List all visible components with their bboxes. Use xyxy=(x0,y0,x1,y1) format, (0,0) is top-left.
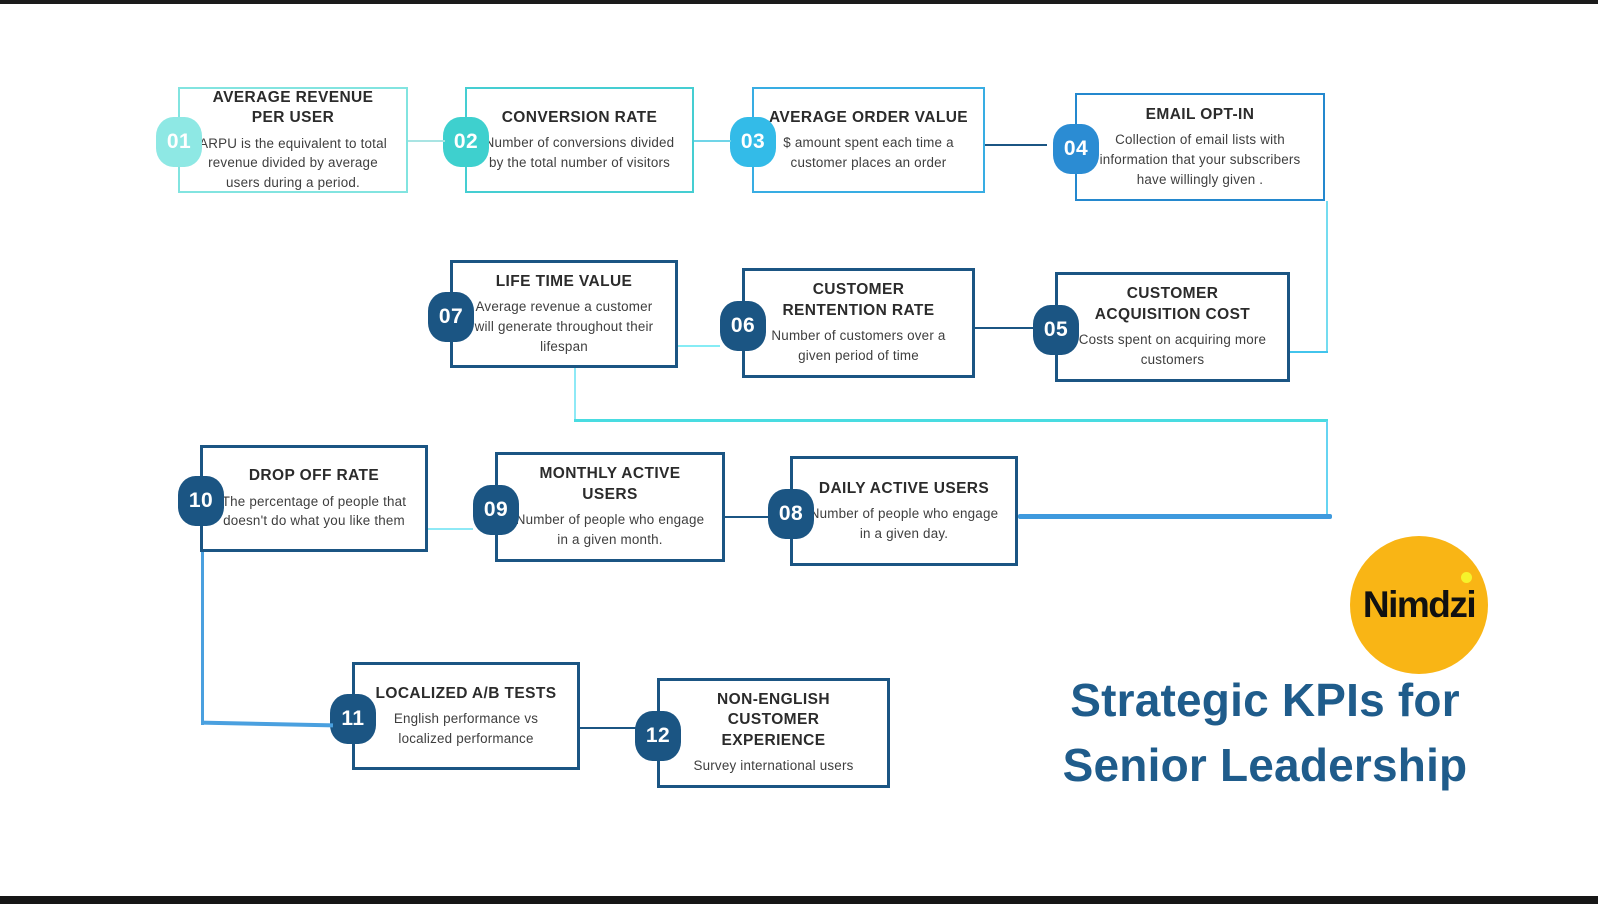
kpi-number-badge: 10 xyxy=(178,476,224,526)
kpi-number-badge: 12 xyxy=(635,711,681,761)
kpi-title: NON-ENGLISH CUSTOMER EXPERIENCE xyxy=(717,691,830,749)
connector-04-05-vertical xyxy=(1326,201,1328,351)
kpi-description: Collection of email lists with informati… xyxy=(1099,132,1301,187)
page-title-line2: Senior Leadership xyxy=(1062,739,1468,792)
kpi-number-badge: 03 xyxy=(730,117,776,167)
kpi-number-badge: 02 xyxy=(443,117,489,167)
connector-10-drop xyxy=(201,552,204,725)
connector-04-05-horizontal xyxy=(1290,351,1328,353)
kpi-box-11: LOCALIZED A/B TESTS English performance … xyxy=(330,662,580,770)
bottom-border-bar xyxy=(0,896,1598,904)
kpi-box-02: CONVERSION RATE Number of conversions di… xyxy=(443,87,694,193)
kpi-description: The percentage of people that doesn't do… xyxy=(221,493,407,529)
kpi-title: CUSTOMER RENTENTION RATE xyxy=(782,281,935,319)
kpi-description: Average revenue a customer will generate… xyxy=(474,299,654,354)
kpi-description: English performance vs localized perform… xyxy=(393,711,539,746)
kpi-box-05: CUSTOMER ACQUISITION COST Costs spent on… xyxy=(1033,272,1290,382)
kpi-box-06: CUSTOMER RENTENTION RATE Number of custo… xyxy=(720,268,975,378)
top-border-bar xyxy=(0,0,1598,4)
connector-05-06 xyxy=(975,327,1035,329)
kpi-number-badge: 09 xyxy=(473,485,519,535)
kpi-title: AVERAGE REVENUE PER USER xyxy=(212,88,374,127)
connector-thick-to-08 xyxy=(1018,514,1332,519)
kpi-box-03: AVERAGE ORDER VALUE $ amount spent each … xyxy=(730,87,985,193)
nimdzi-logo: Nimdzi xyxy=(1350,536,1488,674)
connector-07-drop xyxy=(574,368,576,420)
kpi-box-01: AVERAGE REVENUE PER USER ARPU is the equ… xyxy=(156,87,408,193)
connector-01-02 xyxy=(408,140,445,142)
kpi-box-07: LIFE TIME VALUE Average revenue a custom… xyxy=(428,260,678,368)
kpi-number-badge: 05 xyxy=(1033,305,1079,355)
kpi-description: $ amount spent each time a customer plac… xyxy=(783,135,954,170)
kpi-description: Number of people who engage in a given m… xyxy=(515,512,705,547)
kpi-number-badge: 08 xyxy=(768,489,814,539)
connector-10-11 xyxy=(200,720,334,728)
connector-08-09 xyxy=(725,516,769,518)
kpi-title: DROP OFF RATE xyxy=(248,467,380,485)
kpi-title: LOCALIZED A/B TESTS xyxy=(375,684,557,702)
kpi-description: Costs spent on acquiring more customers xyxy=(1078,332,1267,367)
kpi-title: CUSTOMER ACQUISITION COST xyxy=(1094,285,1251,323)
kpi-box-10: DROP OFF RATE The percentage of people t… xyxy=(178,445,428,552)
connector-06-07 xyxy=(678,345,720,347)
kpi-box-08: DAILY ACTIVE USERS Number of people who … xyxy=(768,456,1018,566)
connector-11-12 xyxy=(580,727,637,729)
kpi-description: ARPU is the equivalent to total revenue … xyxy=(199,135,387,190)
kpi-title: MONTHLY ACTIVE USERS xyxy=(539,465,681,503)
connector-09-10 xyxy=(428,528,473,530)
kpi-title: EMAIL OPT-IN xyxy=(1145,105,1255,123)
kpi-number-badge: 06 xyxy=(720,301,766,351)
connector-right-vertical xyxy=(1326,421,1328,515)
nimdzi-logo-text: Nimdzi xyxy=(1362,584,1477,625)
kpi-description: Number of people who engage in a given d… xyxy=(809,506,999,541)
kpi-box-12: NON-ENGLISH CUSTOMER EXPERIENCE Survey i… xyxy=(635,678,890,788)
kpi-description: Number of conversions divided by the tot… xyxy=(484,135,675,170)
kpi-number-badge: 07 xyxy=(428,292,474,342)
kpi-title: CONVERSION RATE xyxy=(501,108,658,126)
page-title-line1: Strategic KPIs for xyxy=(1070,674,1460,726)
connector-02-03 xyxy=(694,140,731,142)
kpi-number-badge: 11 xyxy=(330,694,376,744)
kpi-number-badge: 04 xyxy=(1053,124,1099,174)
nimdzi-logo-i-dot xyxy=(1461,572,1472,583)
connector-main-horizontal xyxy=(574,419,1328,422)
kpi-title: DAILY ACTIVE USERS xyxy=(818,479,990,497)
kpi-description: Number of customers over a given period … xyxy=(771,328,946,363)
connector-03-04 xyxy=(985,144,1047,146)
kpi-title: AVERAGE ORDER VALUE xyxy=(768,108,969,126)
kpi-number-badge: 01 xyxy=(156,117,202,167)
kpi-box-04: EMAIL OPT-IN Collection of email lists w… xyxy=(1053,93,1325,201)
kpi-box-09: MONTHLY ACTIVE USERS Number of people wh… xyxy=(473,452,725,562)
kpi-description: Survey international users xyxy=(693,758,854,774)
page-title: Strategic KPIs for Senior Leadership xyxy=(1005,668,1525,799)
kpi-title: LIFE TIME VALUE xyxy=(495,272,633,290)
